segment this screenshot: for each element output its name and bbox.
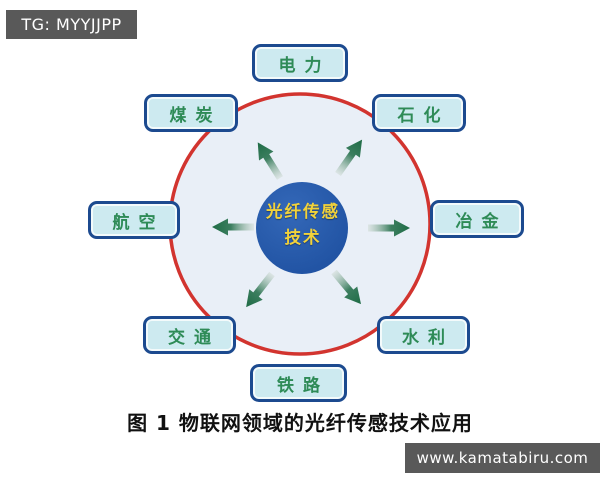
arrow-up-right [335,139,363,177]
arrow-down-left [246,271,275,308]
node-transportation: 交通 [143,316,236,354]
center-node-label: 光纤传感 技术 [247,199,357,250]
center-circle [256,182,348,274]
node-coal: 煤炭 [144,94,238,132]
node-water-conservancy: 水利 [377,316,470,354]
node-petrochemical: 石化 [372,94,466,132]
node-metallurgy: 冶金 [430,200,524,238]
watermark-site-badge: www.kamatabiru.com [405,443,600,473]
arrow-up-left [257,142,283,180]
watermark-tg-badge: TG: MYYJJPP [6,10,137,39]
node-railway: 铁路 [250,364,347,402]
node-electric-power: 电力 [252,44,348,82]
node-aviation: 航空 [88,201,180,239]
arrow-down-right [331,269,361,305]
center-node-line2: 技术 [284,227,322,247]
arrow-left [212,218,254,236]
center-node-line1: 光纤传感 [266,202,340,221]
figure-caption: 图 1 物联网领域的光纤传感技术应用 [127,411,473,435]
arrow-right [368,219,410,237]
